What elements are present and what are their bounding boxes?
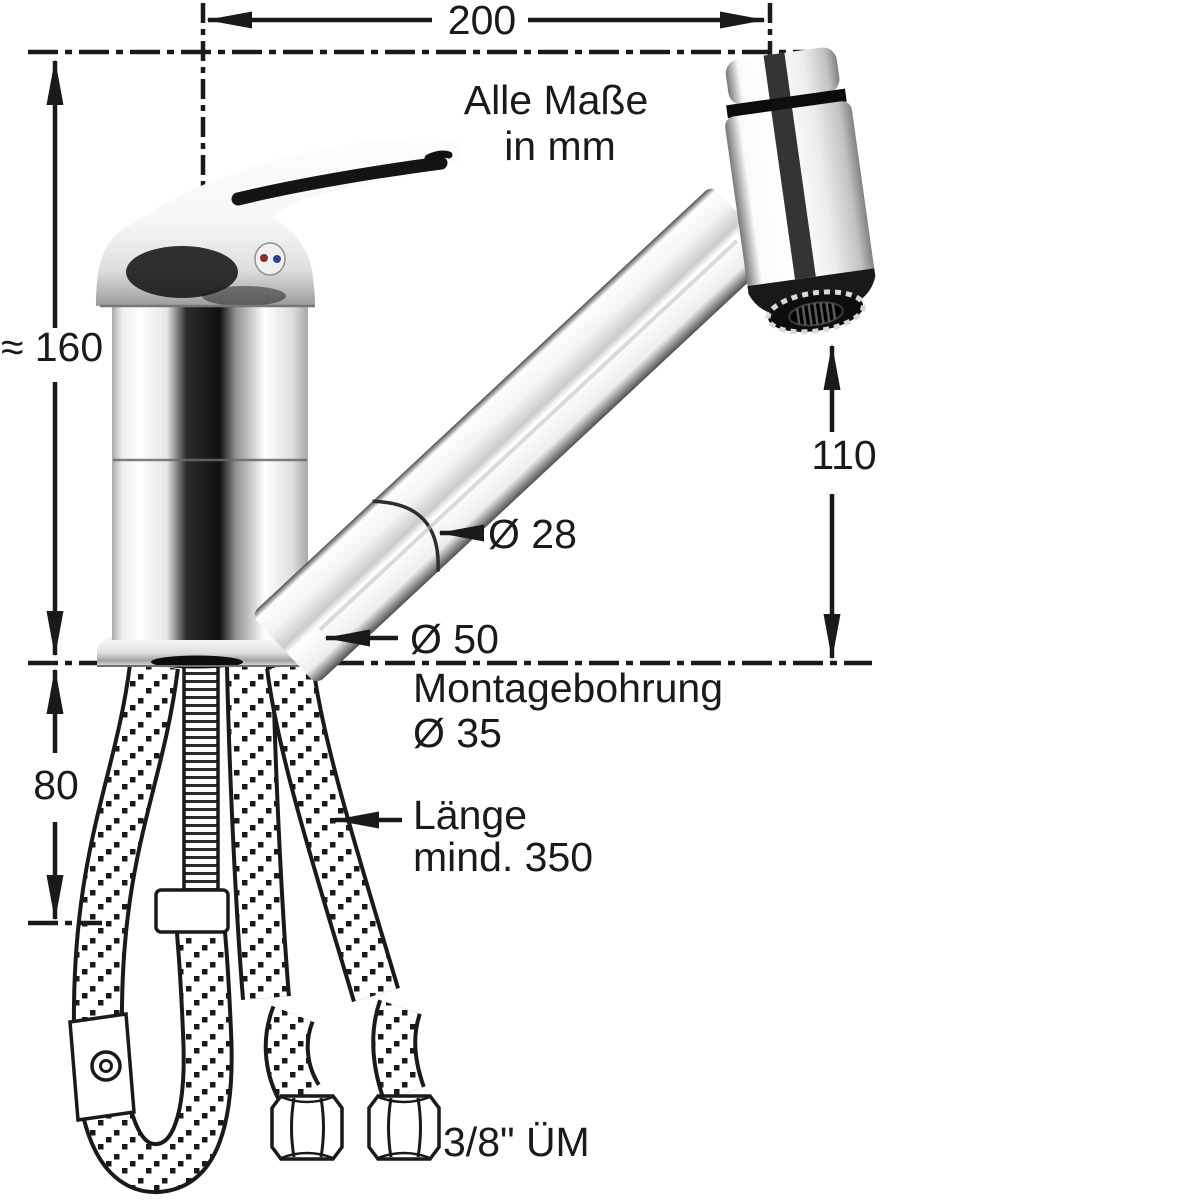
dim-base-diameter-label: Ø 50 (410, 616, 499, 662)
lever-shadow-slot (231, 156, 448, 206)
aerator-ridges (795, 301, 837, 326)
faucet-body (112, 296, 308, 640)
pullout-hose-loop (71, 662, 234, 1194)
supply-hose-right (265, 662, 400, 1003)
spray-head (725, 47, 876, 335)
handle-reflection (126, 246, 238, 298)
faucet-illustration (96, 47, 876, 682)
mounting-hole-label-line2: Ø 35 (413, 710, 502, 756)
spout-seam (372, 499, 440, 572)
supply-hose-left (225, 665, 291, 1001)
hex-nut-right (367, 1094, 441, 1161)
hose-length-label-line2: mind. 350 (413, 834, 593, 880)
supply-hose-stub-left (263, 1005, 321, 1109)
labels: 200 Alle Maße in mm ≈ 160 110 Ø 28 Ø 50 … (1, 0, 877, 1165)
units-note-line1: Alle Maße (464, 77, 649, 123)
dim-overall-length-label: 200 (448, 0, 516, 43)
units-note-line2: in mm (504, 123, 616, 169)
cold-marker-dot (273, 255, 281, 263)
mounting-hole-label-line1: Montagebohrung (413, 665, 723, 711)
dim-spout-diameter-label: Ø 28 (488, 511, 577, 557)
dimension-lines (46, 11, 841, 921)
hot-cold-button (254, 242, 286, 276)
hose-clamp (68, 1012, 136, 1122)
connection-thread-label: 3/8" ÜM (443, 1119, 590, 1165)
dim-outlet-height-label: 110 (811, 432, 876, 478)
spray-head-reflection (763, 52, 816, 280)
hose-length-label-line1: Länge (413, 792, 527, 838)
mounting-nut-block (154, 888, 230, 934)
dim-overall-height-label: ≈ 160 (1, 324, 103, 370)
hex-nut-left (270, 1094, 344, 1161)
supply-hose-stub-right (371, 999, 426, 1102)
hot-marker-dot (260, 254, 268, 262)
mounting-shank (182, 662, 220, 894)
lever-handle (96, 136, 463, 308)
clamp-grommet (90, 1050, 122, 1082)
below-deck-hoses (68, 662, 441, 1194)
dim-below-deck-height-label: 80 (33, 762, 79, 808)
spout-tube (254, 188, 774, 682)
